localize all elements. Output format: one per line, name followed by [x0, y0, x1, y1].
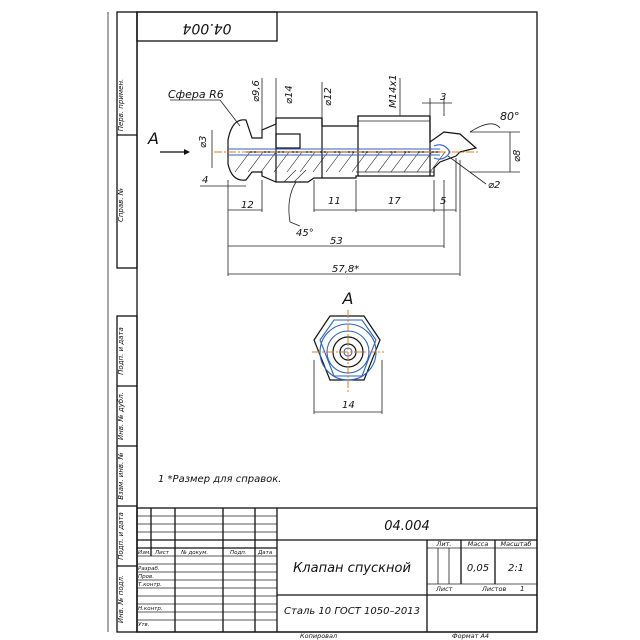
tb-row-prov: Пров.	[138, 574, 154, 580]
tb-hdr-lit: Лит.	[436, 540, 452, 548]
tb-list-label: Лист	[435, 585, 453, 593]
side-label-perv-primen: Перв. примен.	[117, 79, 125, 132]
top-code-text: 04.004	[183, 20, 232, 36]
dim-eighty: 80°	[500, 110, 520, 123]
tb-masshtab: 2:1	[508, 563, 524, 574]
tb-col-list: Лист	[154, 550, 170, 556]
tb-material: Сталь 10 ГОСТ 1050–2013	[284, 606, 420, 617]
view-a-hexagon	[312, 310, 384, 414]
tb-name: Клапан спускной	[293, 561, 411, 576]
tb-row-tkontr: Т.контр.	[138, 582, 162, 588]
tb-massa: 0,05	[467, 563, 489, 574]
dim-d8: ⌀8	[512, 150, 523, 162]
dim-fortyfive: 45°	[296, 228, 314, 239]
dim-three: 3	[440, 92, 446, 103]
tb-col-podp: Подп.	[230, 550, 247, 556]
dim-five: 5	[440, 196, 446, 207]
dim-four: 4	[202, 175, 208, 186]
side-label-podp-data-2: Подп. и дата	[117, 512, 125, 560]
dim-eleven: 11	[328, 196, 341, 207]
sheet-frame	[136, 11, 538, 633]
tb-col-data: Дата	[257, 550, 273, 556]
view-a-label: A	[342, 289, 354, 308]
side-column-lower: Подп. и дата Инв. № дубл. Взам. инв. № П…	[116, 315, 138, 633]
dim-d14: ⌀14	[284, 85, 295, 104]
tb-col-doc: № докум.	[180, 550, 208, 556]
main-section-view	[214, 115, 480, 183]
tb-row-razrab: Разраб.	[138, 566, 160, 572]
side-label-inv-dubl: Инв. № дубл.	[117, 392, 125, 440]
side-label-sprav-no: Справ. №	[117, 188, 125, 222]
side-label-podp-data-1: Подп. и дата	[117, 327, 125, 375]
view-arrow-label: A	[147, 129, 159, 148]
side-label-vzam-inv: Взам. инв. №	[117, 452, 125, 500]
tb-row-utv: Утв.	[138, 622, 150, 628]
tb-listov-value: 1	[520, 585, 524, 593]
dim-fiftythree: 53	[330, 236, 343, 247]
drawing-note: 1 *Размер для справок.	[158, 474, 281, 485]
dim-sphere: Сфера R6	[168, 88, 224, 101]
title-block	[136, 507, 538, 633]
footer-kopiroval: Копировал	[300, 632, 337, 640]
tb-code: 04.004	[384, 519, 430, 534]
view-direction-arrow: A	[147, 129, 190, 155]
side-column-upper: Перв. примен. Справ. №	[116, 11, 138, 269]
dim-total: 57,8*	[332, 264, 359, 275]
dim-d12: ⌀12	[323, 87, 334, 106]
dim-twelve: 12	[241, 200, 254, 211]
dim-m14: M14x1	[388, 74, 399, 108]
dim-d2: ⌀2	[488, 180, 500, 191]
tb-hdr-masshtab: Масштаб	[501, 540, 532, 548]
dim-seventeen: 17	[388, 196, 401, 207]
tb-hdr-massa: Масса	[468, 540, 489, 548]
tb-listov-label: Листов	[481, 585, 506, 593]
dimension-lines	[170, 78, 520, 276]
side-label-inv-podl: Инв. № подл.	[117, 575, 125, 623]
tb-col-izm: Изм.	[138, 550, 151, 556]
dim-d9-6: ⌀9,6	[251, 80, 262, 102]
view-a-width: 14	[342, 400, 355, 411]
tb-row-nkontr: Н.контр.	[138, 606, 163, 612]
footer-format: Формат A4	[452, 632, 489, 640]
dim-d3: ⌀3	[198, 136, 209, 148]
